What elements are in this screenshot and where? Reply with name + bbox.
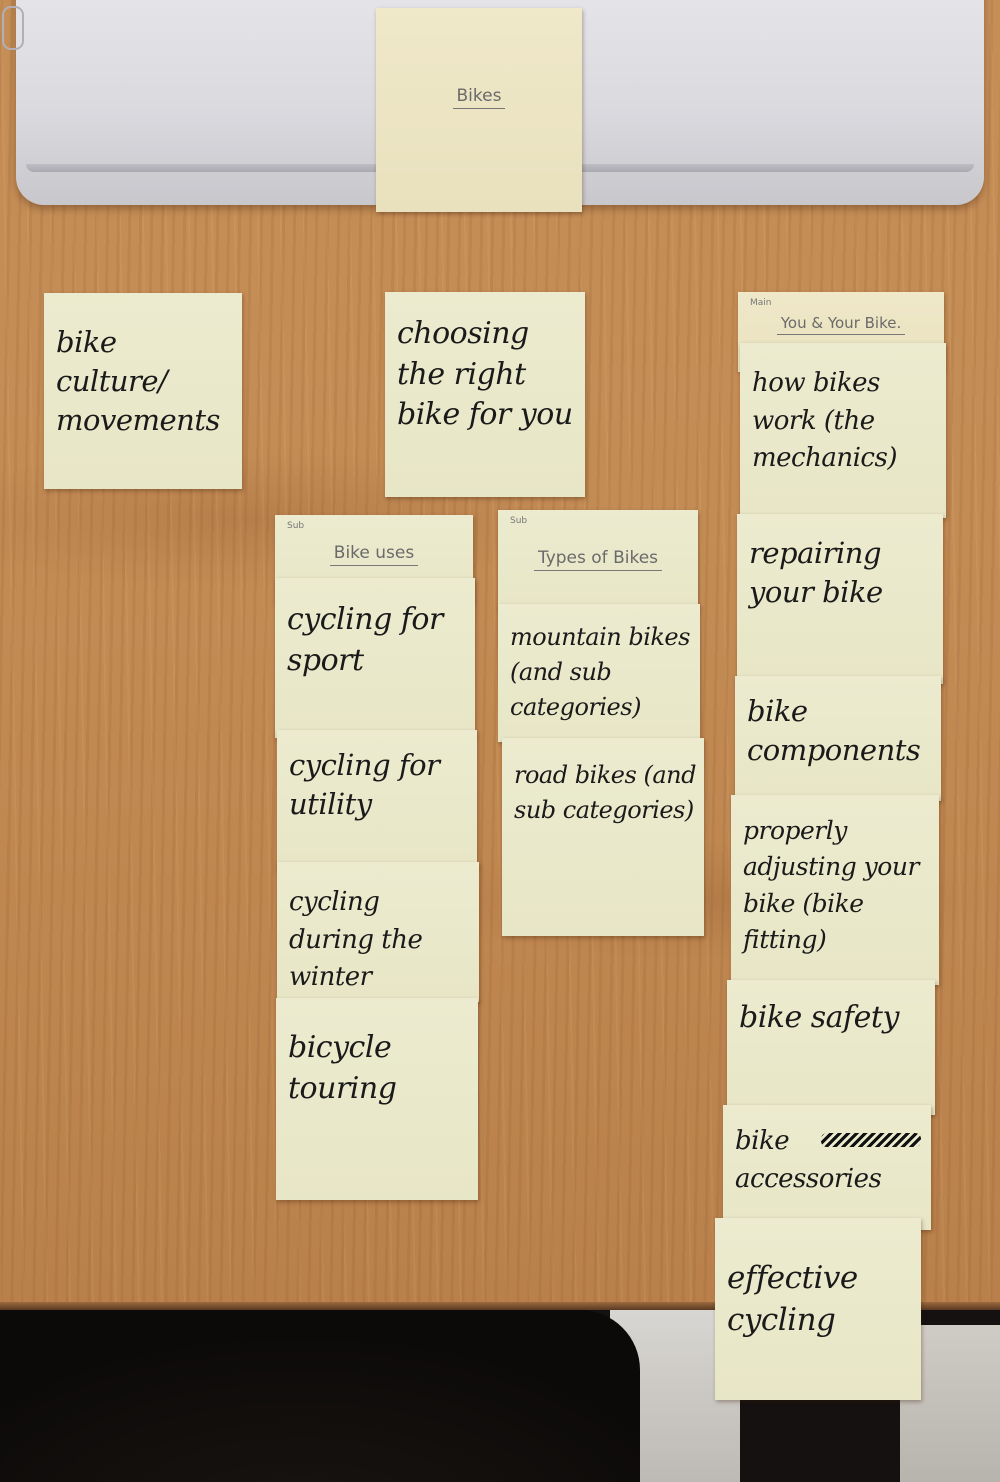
note-bike-use-4: bicycle touring	[276, 998, 478, 1200]
note-bikes-label: Bikes	[452, 86, 506, 109]
desk-edge	[0, 1302, 1000, 1310]
note-bike-use-1-text: cycling for sport	[287, 602, 443, 678]
note-you-bike-tag: Main	[750, 298, 772, 308]
note-you-bike-2-text: repairing your bike	[749, 536, 883, 610]
note-you-bike-6-text: bike accessories	[735, 1126, 882, 1194]
note-bike-culture: bike culture/ movements	[44, 293, 242, 489]
note-you-bike-6: bike accessories	[723, 1105, 931, 1230]
note-types-head: Sub Types of Bikes	[498, 510, 698, 610]
note-you-bike-3: bike components	[735, 676, 941, 801]
note-bike-use-2-text: cycling for utility	[289, 748, 440, 822]
note-bike-uses-tag: Sub	[287, 521, 305, 531]
note-type-2-text: road bikes (and sub categories)	[514, 761, 696, 824]
note-type-2: road bikes (and sub categories)	[502, 738, 704, 936]
note-bike-use-1: cycling for sport	[275, 578, 475, 738]
note-bike-uses-heading: Bike uses	[329, 543, 419, 566]
note-you-bike-3-text: bike components	[747, 694, 921, 768]
note-you-bike-5: bike safety	[727, 980, 935, 1115]
note-choosing-text: choosing the right bike for you	[397, 316, 573, 432]
note-choosing: choosing the right bike for you	[385, 292, 585, 497]
note-types-heading: Types of Bikes	[533, 548, 663, 571]
note-bikes: Bikes	[376, 8, 582, 212]
note-you-bike-1: how bikes work (the mechanics)	[740, 343, 946, 518]
scribbled-out-word	[821, 1133, 921, 1147]
note-bike-use-3: cycling during the winter	[277, 862, 479, 1002]
note-you-bike-heading: You & Your Bike.	[776, 314, 906, 335]
note-bike-use-4-text: bicycle touring	[288, 1030, 397, 1106]
note-bike-use-2: cycling for utility	[277, 730, 477, 870]
note-you-bike-7: effective cycling	[715, 1218, 921, 1400]
note-you-bike-4-text: properly adjusting your bike (bike fitti…	[743, 816, 919, 954]
note-you-bike-1-text: how bikes work (the mechanics)	[752, 368, 897, 474]
note-type-1: mountain bikes (and sub categories)	[498, 604, 700, 742]
note-you-bike-2: repairing your bike	[737, 514, 943, 684]
note-you-bike-5-text: bike safety	[739, 1000, 899, 1035]
note-type-1-text: mountain bikes (and sub categories)	[510, 623, 690, 721]
note-bike-culture-text: bike culture/ movements	[56, 325, 220, 438]
note-you-bike-4: properly adjusting your bike (bike fitti…	[731, 795, 939, 985]
note-you-bike-7-text: effective cycling	[727, 1260, 858, 1338]
person-leg	[0, 1310, 640, 1482]
paperclip-icon	[2, 6, 24, 50]
note-types-tag: Sub	[510, 516, 528, 526]
note-bike-use-3-text: cycling during the winter	[289, 887, 423, 993]
